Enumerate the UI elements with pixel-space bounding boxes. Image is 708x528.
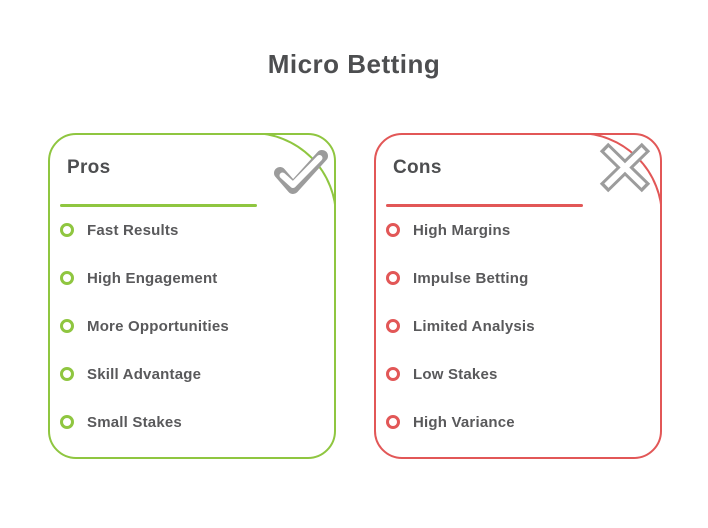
bullet-ring-icon xyxy=(386,223,400,237)
list-item-label: High Engagement xyxy=(87,269,218,287)
list-item: Impulse Betting xyxy=(376,254,660,302)
bullet-ring-icon xyxy=(386,271,400,285)
list-item-label: Limited Analysis xyxy=(413,317,535,335)
bullet-ring-icon xyxy=(60,319,74,333)
list-item-label: Skill Advantage xyxy=(87,365,202,383)
pros-card: Pros Fast Results High Engagement xyxy=(48,133,336,459)
list-item: Limited Analysis xyxy=(376,302,660,350)
list-item-label: Low Stakes xyxy=(413,365,498,383)
bullet-ring-icon xyxy=(60,223,74,237)
cons-card-title: Cons xyxy=(393,157,442,178)
list-item-label: More Opportunities xyxy=(87,317,229,335)
list-item: Low Stakes xyxy=(376,350,660,398)
pros-list: Fast Results High Engagement More Opport… xyxy=(50,206,334,446)
bullet-ring-icon xyxy=(60,415,74,429)
list-item-label: Fast Results xyxy=(87,221,179,239)
bullet-ring-icon xyxy=(60,271,74,285)
list-item: More Opportunities xyxy=(50,302,334,350)
cons-list: High Margins Impulse Betting Limited Ana… xyxy=(376,206,660,446)
list-item: High Margins xyxy=(376,206,660,254)
list-item-label: Impulse Betting xyxy=(413,269,529,287)
pros-card-title: Pros xyxy=(67,157,111,178)
page-title: Micro Betting xyxy=(267,49,441,79)
bullet-ring-icon xyxy=(60,367,74,381)
cross-icon xyxy=(599,142,651,193)
list-item: High Engagement xyxy=(50,254,334,302)
list-item-label: High Margins xyxy=(413,221,511,239)
list-item: Small Stakes xyxy=(50,398,334,446)
list-item: High Variance xyxy=(376,398,660,446)
corner-arc xyxy=(251,133,336,218)
list-item: Skill Advantage xyxy=(50,350,334,398)
list-item: Fast Results xyxy=(50,206,334,254)
cons-corner-decoration xyxy=(577,133,662,218)
list-item-label: High Variance xyxy=(413,413,515,431)
pros-corner-decoration xyxy=(251,133,336,218)
list-item-label: Small Stakes xyxy=(87,413,182,431)
cons-card: Cons High Margins Impulse Betting xyxy=(374,133,662,459)
bullet-ring-icon xyxy=(386,367,400,381)
cons-underline xyxy=(386,204,583,207)
bullet-ring-icon xyxy=(386,319,400,333)
check-icon xyxy=(274,150,328,194)
pros-underline xyxy=(60,204,257,207)
bullet-ring-icon xyxy=(386,415,400,429)
